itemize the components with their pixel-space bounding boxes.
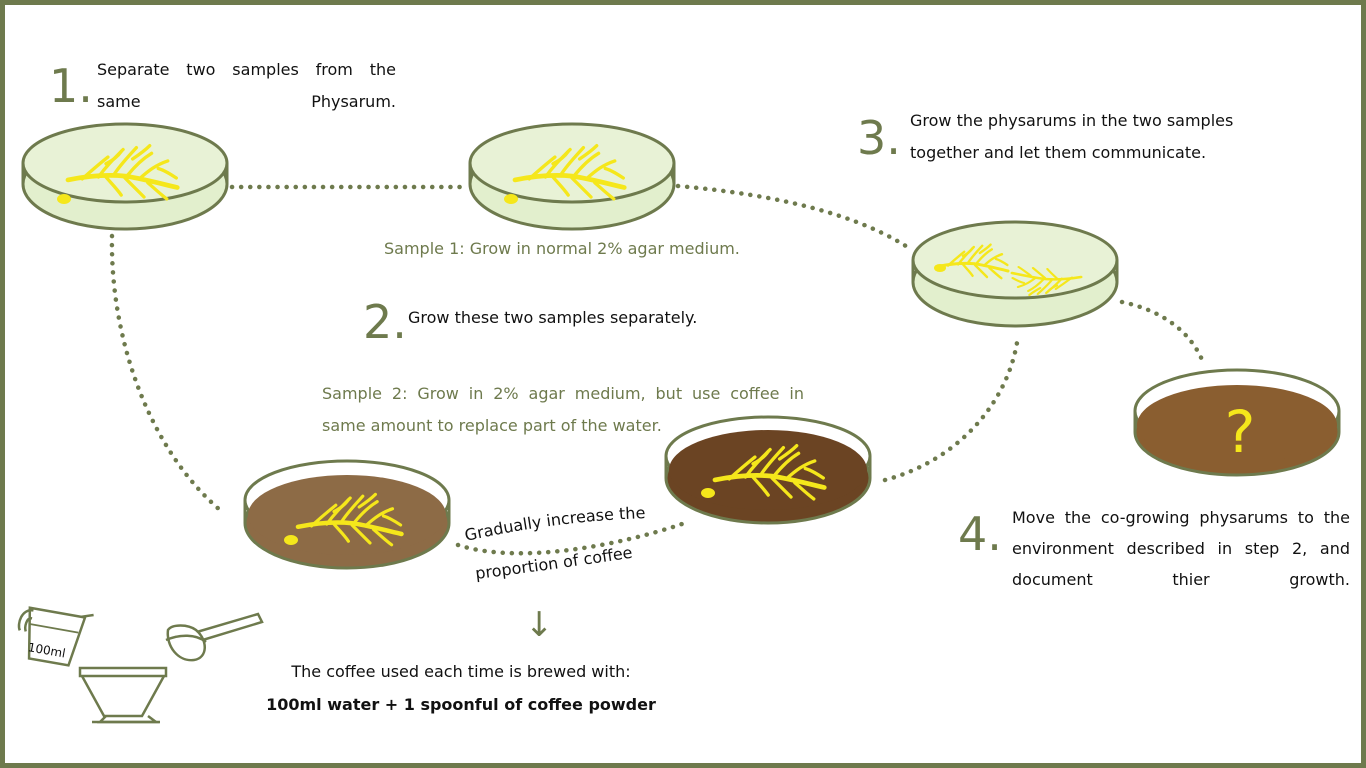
question-mark-icon: ?	[1225, 398, 1256, 466]
svg-text:Gradually increase the: Gradually increase the	[463, 503, 646, 545]
curved-label-line2: proportion of coffee	[474, 543, 633, 583]
scoop-icon	[165, 612, 264, 662]
connector-dishB-dish3	[882, 333, 1021, 483]
step-2-text: Grow these two samples separately.	[408, 308, 698, 327]
connector-dishA-dishB	[455, 521, 685, 556]
step-1-number: 1.	[49, 59, 93, 113]
step-3-number: 3.	[857, 111, 901, 165]
curved-label-line1: Gradually increase the	[463, 503, 646, 545]
step-1-text: Separate two samples from the same Physa…	[97, 60, 396, 111]
coffee-dripper-icon	[78, 666, 168, 724]
coffee-note-line2: 100ml water + 1 spoonful of coffee powde…	[266, 695, 656, 714]
step-2-number: 2.	[363, 295, 407, 349]
measuring-cup-icon: 100ml	[17, 606, 94, 667]
petri-dish-icon-cogrowing	[911, 220, 1119, 328]
step-4-text: Move the co-growing physarums to the env…	[1012, 508, 1350, 589]
step-3-text: Grow the physarums in the two samples to…	[910, 111, 1234, 162]
step-4-number: 4.	[958, 507, 1002, 561]
petri-dish-icon-result	[1133, 368, 1341, 477]
petri-dish-icon-sample-origin	[21, 122, 229, 231]
curved-label: Gradually increase the proportion of cof…	[463, 503, 646, 583]
diagram-artwork: Gradually increase the proportion of cof…	[17, 122, 1341, 724]
petri-dish-icon-sample-1	[468, 122, 676, 231]
connector-lines	[109, 183, 1206, 556]
cup-label: 100ml	[27, 640, 67, 660]
connector-dish1-dishA	[109, 233, 223, 513]
petri-dish-icon-sample-2-dark	[664, 415, 872, 525]
coffee-note-line1: The coffee used each time is brewed with…	[291, 662, 631, 681]
down-arrow-icon: ↓	[525, 605, 554, 645]
sample-2-description: Sample 2: Grow in 2% agar medium, but us…	[322, 384, 804, 435]
sample-1-description: Sample 1: Grow in normal 2% agar medium.	[384, 239, 740, 258]
svg-text:proportion of coffee: proportion of coffee	[474, 543, 633, 583]
connector-dish3-dish4	[1119, 299, 1206, 365]
connector-dish2-dish3	[675, 183, 915, 253]
petri-dish-icon-sample-2-light	[243, 459, 451, 570]
